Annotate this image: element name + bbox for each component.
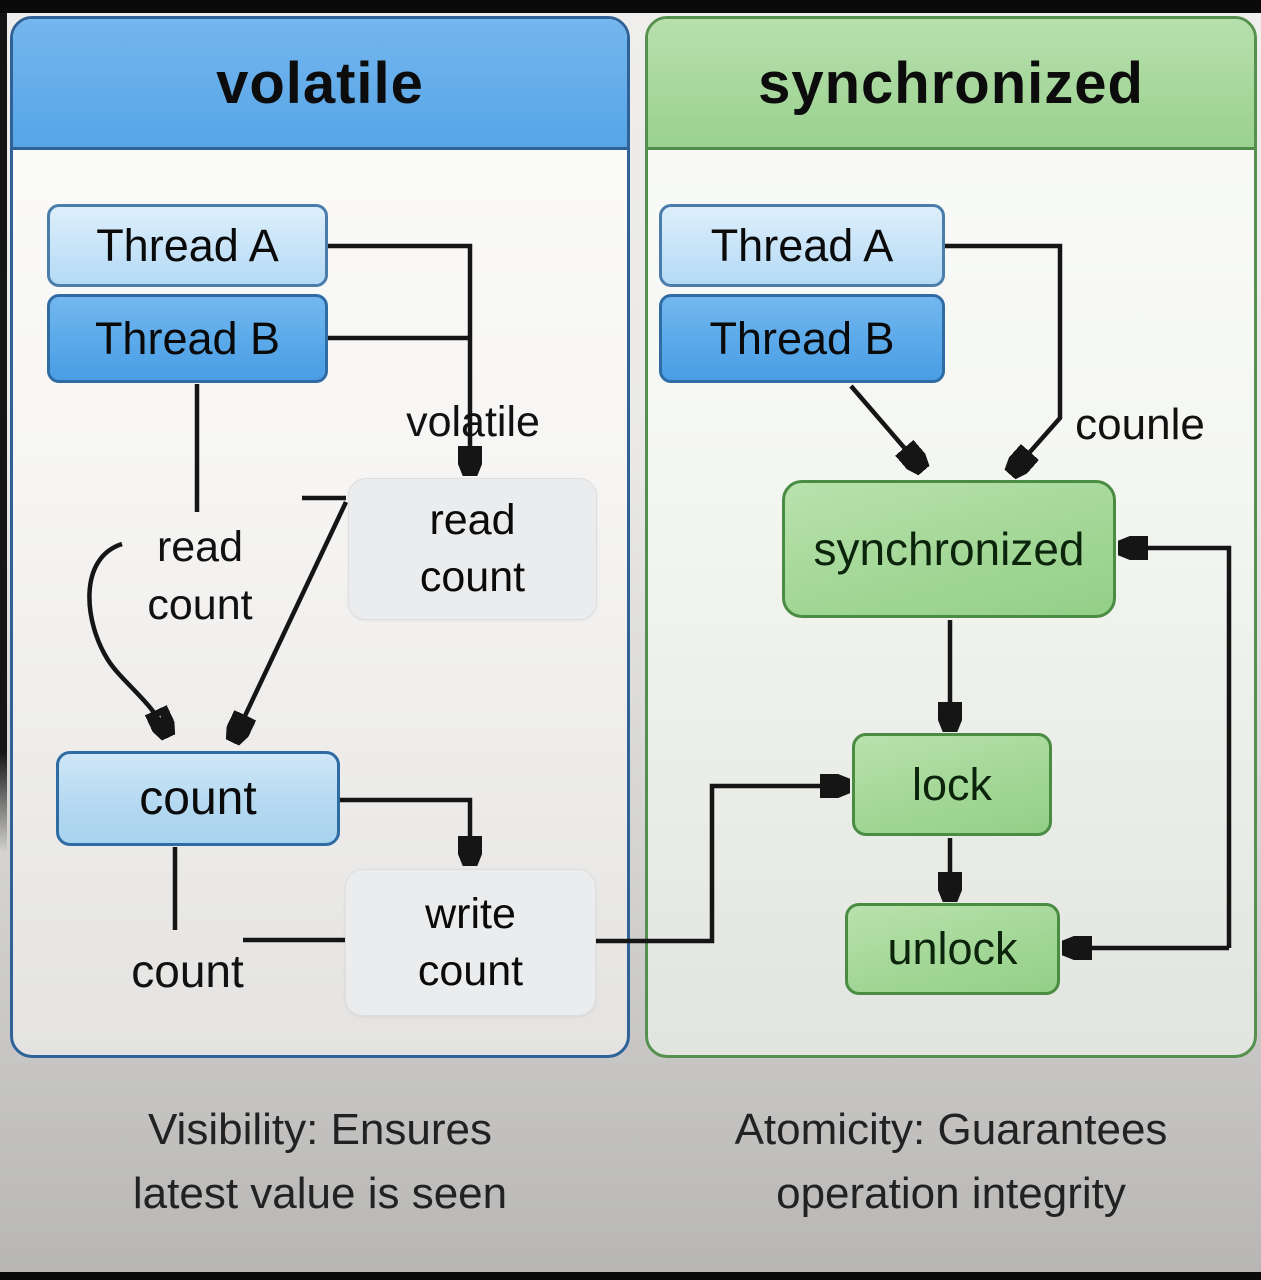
volatile-thread-a-box: Thread A bbox=[47, 204, 328, 287]
lock-box: lock bbox=[852, 733, 1052, 836]
count-box: count bbox=[56, 751, 340, 846]
unlock-box: unlock bbox=[845, 903, 1060, 995]
arrow-threadA-to-synchronized bbox=[945, 243, 1063, 470]
synchronized-panel-header: synchronized bbox=[648, 19, 1254, 150]
read-count-box: read count bbox=[348, 478, 597, 620]
synchronized-box: synchronized bbox=[782, 480, 1116, 618]
write-count-box-line2: count bbox=[417, 946, 524, 995]
volatile-panel-header: volatile bbox=[13, 19, 627, 150]
synchronized-panel-title: synchronized bbox=[758, 50, 1144, 116]
read-count-free-label: read count bbox=[95, 518, 305, 634]
volatile-thread-a-label: Thread A bbox=[96, 219, 279, 271]
volatile-thread-b-label: Thread B bbox=[94, 312, 281, 364]
count-box-label: count bbox=[139, 772, 257, 825]
volatile-caption-line1: Visibility: Ensures bbox=[148, 1105, 492, 1154]
volatile-thread-b-box: Thread B bbox=[47, 294, 328, 383]
lock-box-label: lock bbox=[911, 758, 993, 810]
sync-thread-b-label: Thread B bbox=[709, 312, 895, 364]
counle-label: counle bbox=[1075, 400, 1205, 449]
sync-thread-a-box: Thread A bbox=[659, 204, 945, 287]
arrow-readcountlabel-to-count bbox=[87, 541, 166, 732]
arrow-writecount-to-lock bbox=[596, 786, 844, 944]
left-edge-shadow bbox=[0, 13, 7, 853]
arrow-loop-to-synchronized bbox=[1124, 548, 1232, 948]
sync-thread-b-box: Thread B bbox=[659, 294, 945, 383]
letterbox-bottom bbox=[0, 1272, 1261, 1280]
arrow-readcountbox-to-count bbox=[235, 501, 349, 737]
synchronized-box-label: synchronized bbox=[813, 523, 1085, 575]
write-count-box: write count bbox=[345, 869, 596, 1016]
volatile-caption: Visibility: Ensures latest value is seen bbox=[30, 1098, 610, 1226]
letterbox-top bbox=[0, 0, 1261, 13]
read-count-box-line2: count bbox=[419, 553, 526, 601]
synchronized-caption-line1: Atomicity: Guarantees bbox=[734, 1105, 1168, 1154]
arrow-threadB-to-synchronized bbox=[849, 384, 920, 466]
arrow-threadA-to-readcount bbox=[328, 243, 470, 470]
unlock-box-label: unlock bbox=[887, 923, 1018, 974]
read-count-free-label-line2: count bbox=[147, 581, 253, 629]
read-count-box-line1: read bbox=[429, 496, 516, 544]
arrow-count-to-writecount bbox=[340, 797, 470, 860]
volatile-caption-line2: latest value is seen bbox=[132, 1169, 508, 1218]
synchronized-caption: Atomicity: Guarantees operation integrit… bbox=[655, 1098, 1247, 1226]
volatile-panel-title: volatile bbox=[216, 50, 424, 116]
count-free-label: count bbox=[131, 945, 244, 997]
read-count-free-label-line1: read bbox=[156, 523, 244, 571]
volatile-keyword-label: volatile bbox=[406, 398, 540, 446]
synchronized-caption-line2: operation integrity bbox=[776, 1169, 1126, 1218]
sync-thread-a-label: Thread A bbox=[710, 219, 894, 271]
write-count-box-line1: write bbox=[425, 889, 516, 938]
